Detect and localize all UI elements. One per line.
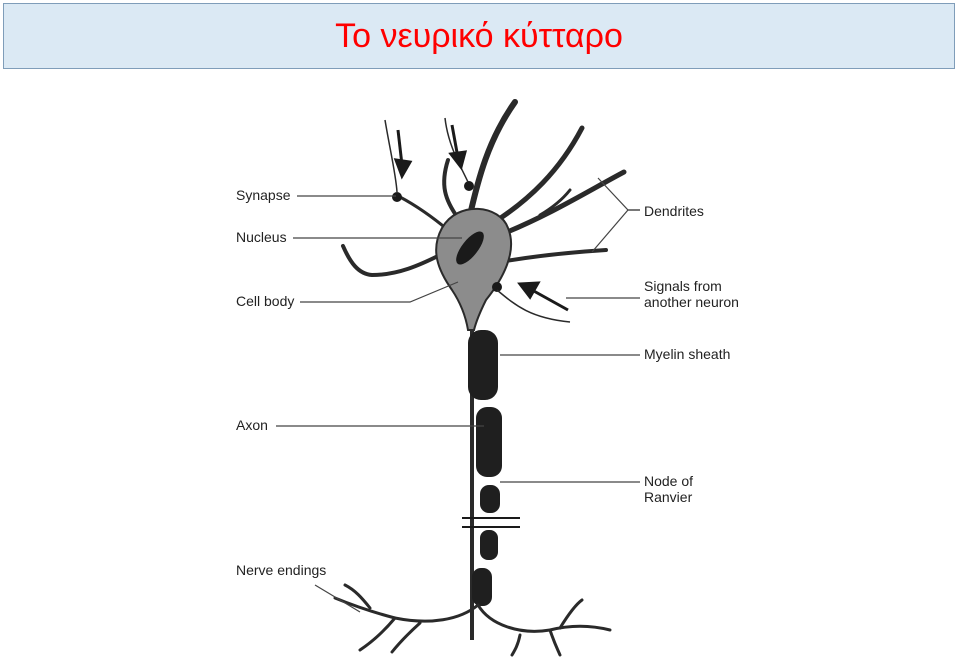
myelin-segment [480,530,498,560]
myelin-segment [468,330,498,400]
label-node-line1: Node of [644,473,693,489]
cell-body [435,207,513,331]
title-bar: Το νευρικό κύτταρο [3,3,955,69]
signal-arrows [393,124,569,312]
axon [462,330,520,640]
label-myelin-sheath: Myelin sheath [644,346,730,362]
label-dendrites: Dendrites [644,203,704,219]
label-signals-line1: Signals from [644,278,722,294]
page-title: Το νευρικό κύτταρο [335,17,623,55]
myelin-segment [480,485,500,513]
label-synapse: Synapse [236,187,291,203]
leader-lines [276,177,640,613]
label-nerve-endings: Nerve endings [236,562,326,578]
label-nucleus: Nucleus [236,229,287,245]
label-cell-body: Cell body [236,293,294,309]
label-axon: Axon [236,417,268,433]
label-signals-line2: another neuron [644,294,739,310]
synapse-terminal [492,282,502,292]
label-node-line2: Ranvier [644,489,693,505]
myelin-segment [476,407,502,477]
nucleus [456,231,484,265]
myelin-segment [472,568,492,606]
synapse-terminal [464,181,474,191]
nerve-endings [333,583,612,657]
synapse-terminal [392,192,402,202]
